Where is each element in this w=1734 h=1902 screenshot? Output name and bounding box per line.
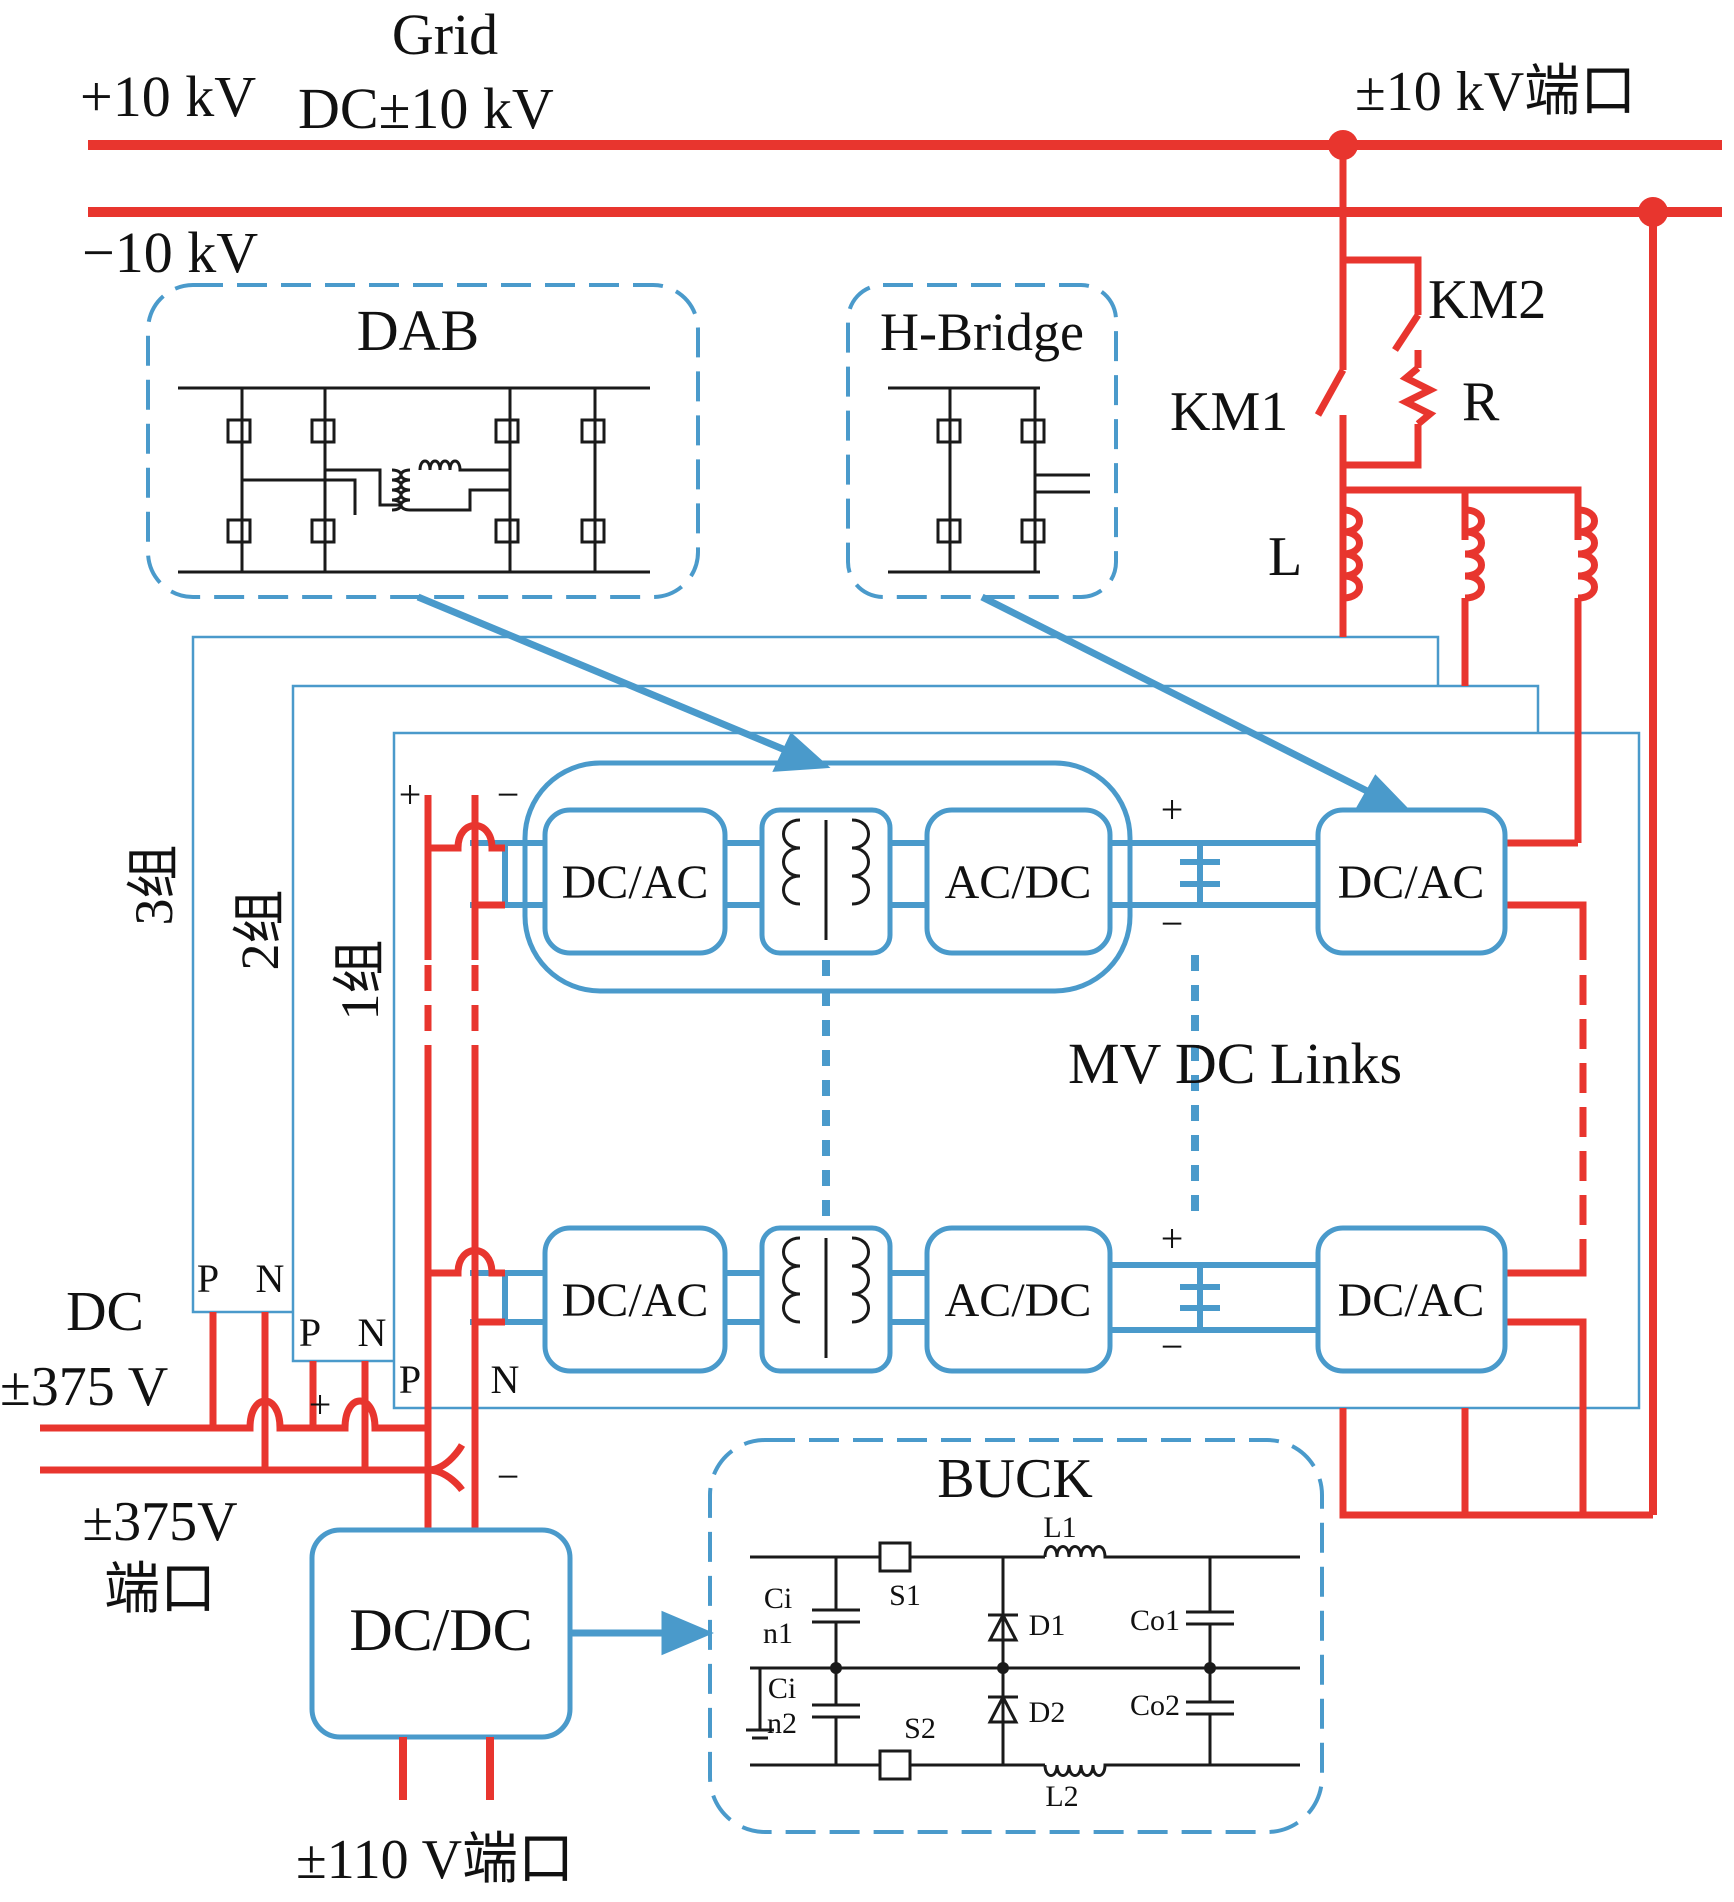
acdc-label-top: AC/DC: [945, 856, 1092, 909]
hbridge-arrow: [980, 593, 1377, 799]
cin1-label-b: n1: [763, 1617, 793, 1650]
lv-dc-voltage: ±375 V: [0, 1356, 168, 1418]
plus-lv-bus-top: +: [399, 772, 422, 817]
lv-bus: [40, 795, 505, 1530]
km1-switch: [1314, 368, 1347, 417]
minus-terminal-bottom: −: [1161, 1324, 1184, 1369]
mv-dc-links-label: MV DC Links: [1068, 1031, 1402, 1096]
d1-label: D1: [1029, 1609, 1066, 1642]
km2-switch: [1392, 313, 1421, 352]
dcac-left-label-bottom: DC/AC: [562, 1274, 709, 1327]
group-terminal-labels: P N P N P N + − + −: [197, 772, 520, 1499]
buck-inset: BUCK: [708, 1438, 1324, 1834]
hbridge-label: H-Bridge: [880, 302, 1084, 362]
lv-port-word: 端口: [104, 1559, 216, 1621]
group-1-label: 1组: [330, 940, 390, 1021]
dab-switch-icons: [226, 418, 606, 544]
p-terminal-3: P: [197, 1256, 219, 1301]
grid-negative-label: −10 kV: [82, 220, 258, 285]
grid-port-label: ±10 kV端口: [1355, 61, 1636, 123]
transformer-icon-bottom: [782, 1236, 870, 1358]
p-terminal-2: P: [299, 1310, 321, 1355]
port-110-label: ±110 V端口: [296, 1829, 574, 1891]
s2-label: S2: [904, 1712, 936, 1745]
l2-label: L2: [1045, 1780, 1078, 1813]
dcac-left-box-top: [542, 807, 728, 956]
plus-terminal-top: +: [1161, 787, 1184, 832]
plus-terminal-bottom: +: [1161, 1216, 1184, 1261]
minus-lv-bus-bottom: −: [497, 1454, 520, 1499]
l-inductor-1: [1342, 506, 1363, 602]
co1-label: Co1: [1130, 1604, 1180, 1637]
n-terminal-1: N: [491, 1357, 520, 1402]
d2-diode-icon: [987, 1693, 1019, 1724]
n-terminal-2: N: [358, 1310, 387, 1355]
lv-port-voltage: ±375V: [82, 1491, 237, 1553]
l-inductor-3: [1577, 506, 1598, 602]
dab-inset-frame: [146, 283, 700, 599]
s1-label: S1: [889, 1579, 921, 1612]
buck-inset-frame: [708, 1438, 1324, 1834]
acdc-box-bottom: [924, 1225, 1113, 1374]
cin2-label-b: n2: [767, 1707, 797, 1740]
grid-title: Grid: [392, 2, 498, 67]
minus-terminal-top: −: [1161, 901, 1184, 946]
dcac-right-box-bottom: [1315, 1225, 1508, 1374]
hbridge-inset-frame: [846, 283, 1118, 599]
module-row-bottom: DC/AC AC/DC DC/AC + −: [470, 1216, 1508, 1374]
dcac-left-box-bottom: [542, 1225, 728, 1374]
mv-link-dots: [822, 955, 1199, 1228]
acdc-box-top: [924, 807, 1113, 956]
d1-diode-icon: [987, 1611, 1019, 1642]
group-3-label: 3组: [124, 845, 184, 926]
dcac-left-label-top: DC/AC: [562, 856, 709, 909]
l-inductor-2: [1464, 506, 1485, 602]
transformer-icon-top: [782, 818, 870, 940]
dcac-right-box-top: [1315, 807, 1508, 956]
plus-lv-bus-bottom: +: [309, 1382, 332, 1427]
dcac-right-label-bottom: DC/AC: [1338, 1274, 1485, 1327]
d2-label: D2: [1029, 1696, 1066, 1729]
km1-label: KM1: [1170, 381, 1288, 443]
r-resistor: [1398, 365, 1438, 427]
minus-lv-bus-top: −: [497, 772, 520, 817]
grid-dc-label: DC±10 kV: [298, 76, 554, 141]
km2-label: KM2: [1428, 269, 1546, 331]
l2-inductor: [1043, 1763, 1300, 1777]
dab-transformer-icon: [391, 468, 411, 512]
dcdc-label: DC/DC: [349, 1597, 532, 1663]
lv-dc-label: DC: [66, 1281, 144, 1343]
grid-positive-label: +10 kV: [80, 64, 256, 129]
group-2-label: 2组: [230, 890, 290, 971]
dab-inset: DAB: [146, 283, 700, 599]
n-terminal-3: N: [256, 1256, 285, 1301]
dab-label: DAB: [357, 298, 479, 363]
dcac-right-label-top: DC/AC: [1338, 856, 1485, 909]
cin1-label-a: Ci: [764, 1582, 792, 1615]
buck-label: BUCK: [937, 1448, 1093, 1510]
r-label: R: [1462, 371, 1500, 433]
l1-label: L1: [1043, 1511, 1076, 1544]
hbridge-inset: H-Bridge: [846, 283, 1118, 599]
p-terminal-1: P: [399, 1357, 421, 1402]
co2-label: Co2: [1130, 1689, 1180, 1722]
s2-switch-icon: [878, 1749, 912, 1781]
mv-grid-bus: [88, 130, 1722, 1515]
module-row-top: DC/AC AC/DC DC/AC + −: [470, 760, 1508, 994]
dab-arrow: [416, 593, 792, 756]
l1-inductor: [1043, 1545, 1300, 1559]
hbridge-switch-icons: [936, 418, 1046, 544]
cin2-label-a: Ci: [768, 1672, 796, 1705]
s1-switch-icon: [878, 1541, 912, 1573]
l-label: L: [1268, 526, 1302, 588]
precharge-circuit: [1314, 145, 1653, 1519]
dcdc-to-buck-arrow: [570, 1610, 714, 1656]
acdc-label-bottom: AC/DC: [945, 1274, 1092, 1327]
